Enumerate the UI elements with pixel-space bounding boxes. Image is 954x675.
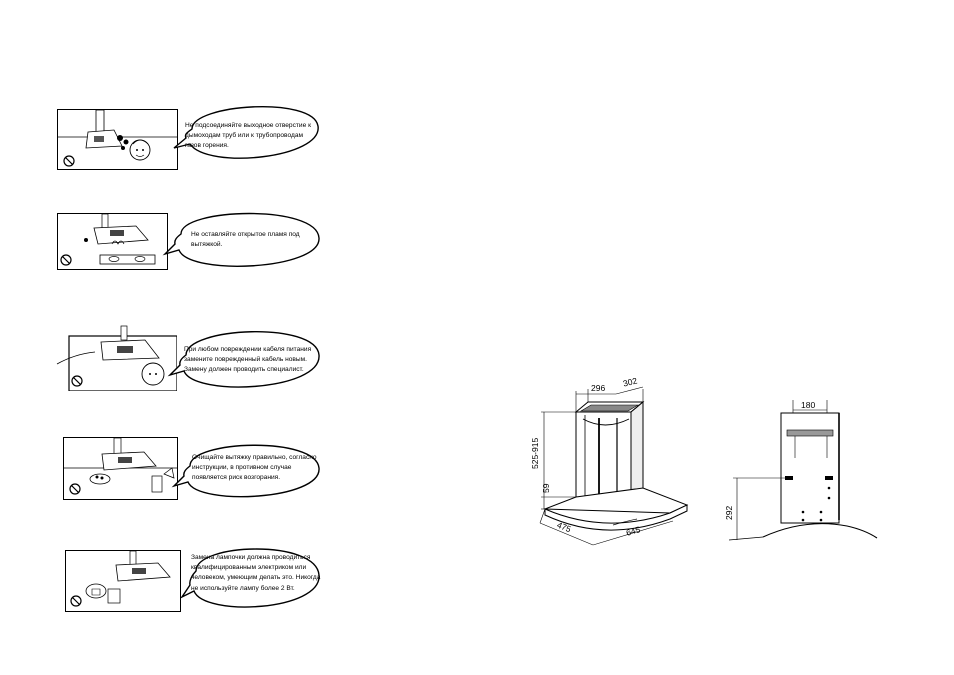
hood-side-dimension-drawing: 180 292 (724, 400, 885, 550)
warning-text-4: Очищайте вытяжку правильно, согласно инс… (192, 454, 317, 482)
warning-bubble-4: Очищайте вытяжку правильно, согласно инс… (170, 436, 323, 504)
dim-top-width: 296 (591, 383, 606, 393)
warning-text-1: Не подсоединяйте выходное отверстие к ды… (185, 122, 311, 150)
warning-illustration-3 (55, 324, 177, 391)
dim-base-height: 59 (541, 483, 551, 493)
no-entry-icon (70, 595, 82, 607)
no-entry-icon (63, 155, 75, 167)
no-entry-icon (71, 375, 83, 387)
warning-text-3: При любом повреждении кабеля питания зам… (184, 346, 312, 374)
warning-illustration-5 (65, 550, 181, 612)
warning-bubble-5: Замена лампочки должна проводиться квали… (178, 541, 323, 615)
dim-canopy-height: 292 (724, 505, 734, 520)
warning-bubble-1: Не подсоединяйте выходное отверстие к ды… (168, 96, 323, 168)
hood-front-dimension-drawing: 296 302 525-915 59 475 645 (525, 375, 695, 550)
no-entry-icon (60, 254, 72, 266)
warning-illustration-1 (57, 109, 178, 170)
dim-chimney-width: 180 (801, 400, 816, 410)
dim-height-range: 525-915 (530, 437, 540, 469)
warning-illustration-4 (63, 437, 178, 500)
warning-text-5: Замена лампочки должна проводиться квали… (191, 554, 321, 592)
warning-bubble-2: Не оставляйте открытое пламя под вытяжко… (159, 204, 323, 276)
warning-bubble-3: При любом повреждении кабеля питания зам… (166, 321, 323, 396)
warning-illustration-2 (57, 213, 168, 270)
no-entry-icon (69, 483, 81, 495)
warning-text-2: Не оставляйте открытое пламя под вытяжко… (191, 231, 300, 249)
